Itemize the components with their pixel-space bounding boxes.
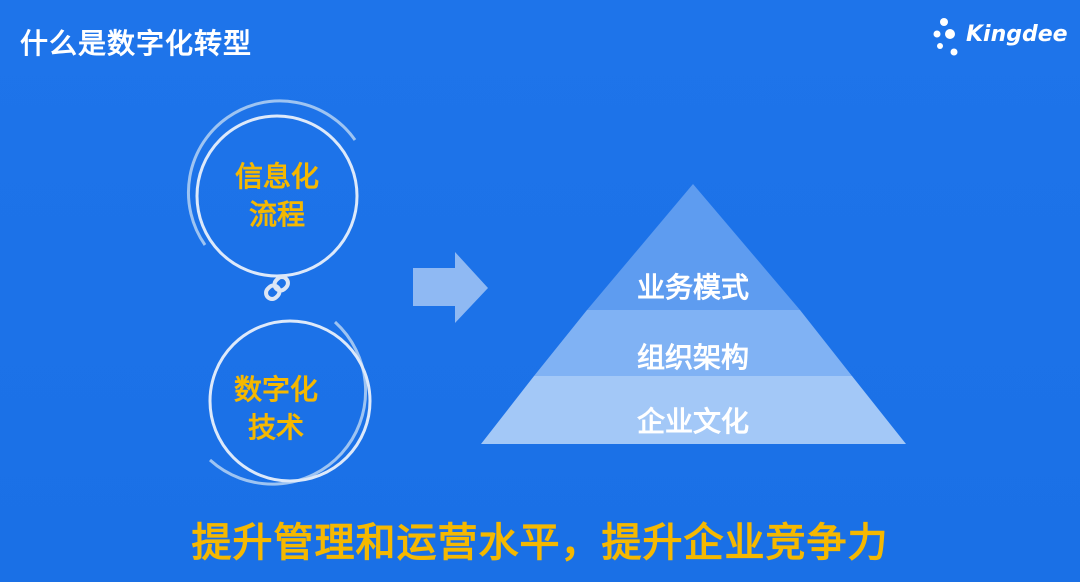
ring-top-line1: 信息化 (234, 160, 319, 193)
logo-dots-icon (933, 18, 958, 56)
ring-top (186, 99, 359, 278)
ring-top-line2: 流程 (248, 198, 305, 231)
link-chain-icon (264, 275, 290, 301)
ring-bottom-line1: 数字化 (233, 373, 318, 406)
kingdee-logo: Kingdee (930, 16, 1070, 60)
ring-bottom (208, 319, 372, 486)
logo-text: Kingdee (966, 22, 1068, 47)
pyramid (481, 184, 906, 444)
ring-bottom-line2: 技术 (247, 411, 304, 444)
ring-bottom-label: 数字化 技术 (206, 371, 346, 447)
tagline: 提升管理和运营水平，提升企业竞争力 (191, 520, 889, 566)
pyramid-level-business-model: 业务模式 (636, 271, 749, 304)
pyramid-level-culture: 企业文化 (636, 405, 749, 438)
page-title: 什么是数字化转型 (20, 27, 253, 60)
pyramid-level-organization: 组织架构 (636, 341, 749, 374)
ring-top-label: 信息化 流程 (207, 158, 347, 234)
right-arrow-icon (413, 252, 488, 323)
